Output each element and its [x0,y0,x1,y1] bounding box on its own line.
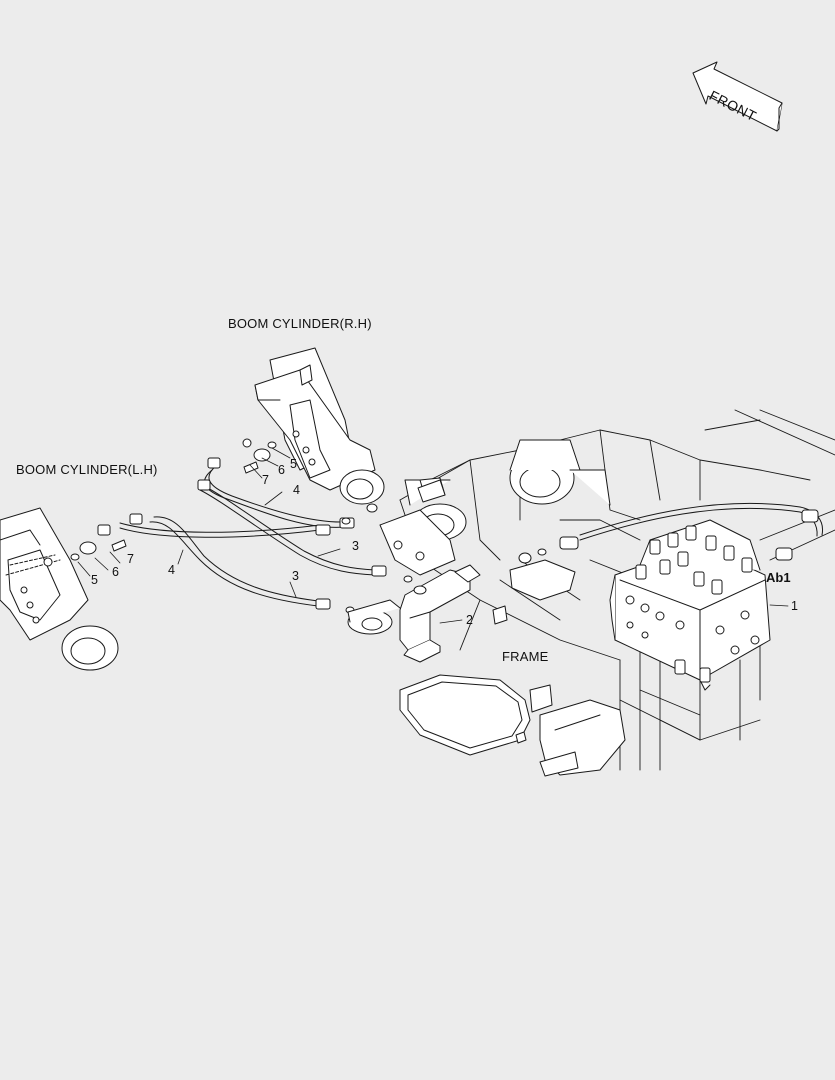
callout-5-left: 5 [91,573,98,587]
callout-3-upper: 3 [352,539,359,553]
boom-cylinder-lh [0,507,119,671]
front-arrow [692,61,783,132]
callout-1: 1 [791,599,798,613]
frame-small-parts [399,479,626,777]
callout-2: 2 [466,613,473,627]
boom-cylinder-rh [254,347,385,505]
control-valve [609,519,771,691]
callout-5-right: 5 [290,457,297,471]
callout-7-right: 7 [262,473,269,487]
callout-4-lower: 4 [168,563,175,577]
port-ab1-label: Ab1 [766,570,791,585]
leader-lines [77,447,789,624]
boom-cylinder-lh-label: BOOM CYLINDER(L.H) [16,462,158,477]
callout-6-left: 6 [112,565,119,579]
boom-bracket [379,509,456,576]
callout-6-right: 6 [278,463,285,477]
frame-label: FRAME [502,649,549,664]
pipe-block [347,564,481,663]
callout-4-upper: 4 [293,483,300,497]
callout-3-lower: 3 [292,569,299,583]
callout-7-left: 7 [127,552,134,566]
boom-cylinder-rh-label: BOOM CYLINDER(R.H) [228,316,372,331]
fittings [43,438,819,614]
